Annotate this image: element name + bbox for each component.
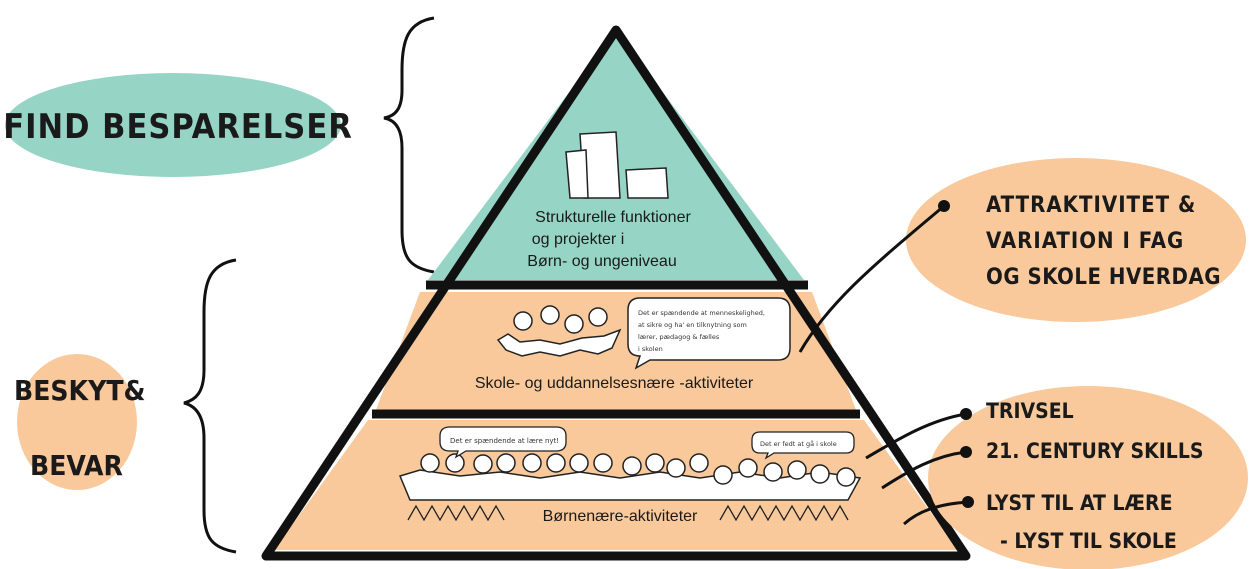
connector-dot-skills	[960, 446, 972, 458]
bottom-speech-left-text: Det er spændende at lære nyt!	[450, 437, 559, 445]
protect-label-line2: BEVAR	[30, 449, 123, 482]
attractiveness-line3: OG SKOLE HVERDAG	[986, 265, 1221, 290]
trivsel-label: TRIVSEL	[986, 399, 1074, 423]
skills-label: 21. CENTURY SKILLS	[986, 439, 1203, 463]
top-tier-line3: Børn- og ungeniveau	[527, 253, 676, 270]
top-tier-line1: Strukturelle funktioner	[535, 209, 691, 226]
middle-speech-line1: Det er spændende at menneskelighed,	[638, 309, 765, 317]
bottom-tier-label: Børnenære-aktiviteter	[543, 508, 698, 525]
attractiveness-line2: VARIATION I FAG	[986, 229, 1184, 254]
lower-brace	[184, 260, 236, 552]
attractiveness-line1: ATTRAKTIVITET &	[986, 193, 1196, 218]
middle-speech-line3: lærer, pædagog & fælles	[638, 333, 720, 341]
upper-brace	[384, 18, 434, 272]
middle-speech-line2: at sikre og ha' en tilknytning som	[638, 321, 747, 329]
lyst-line1: LYST TIL AT LÆRE	[986, 491, 1173, 515]
middle-speech-line4: i skolen	[638, 345, 663, 353]
lyst-line2: - LYST TIL SKOLE	[1000, 529, 1177, 553]
middle-tier-label: Skole- og uddannelsesnære -aktiviteter	[475, 375, 754, 392]
connector-dot-attractiveness	[938, 200, 950, 212]
protect-label-line1: BESKYT&	[14, 374, 145, 407]
connector-dot-trivsel	[960, 408, 972, 420]
find-savings-label: FIND BESPARELSER	[3, 107, 353, 147]
bottom-speech-right-text: Det er fedt at gå i skole	[760, 439, 837, 448]
top-tier-line2: og projekter i	[532, 231, 625, 248]
connector-dot-lyst	[962, 496, 974, 508]
